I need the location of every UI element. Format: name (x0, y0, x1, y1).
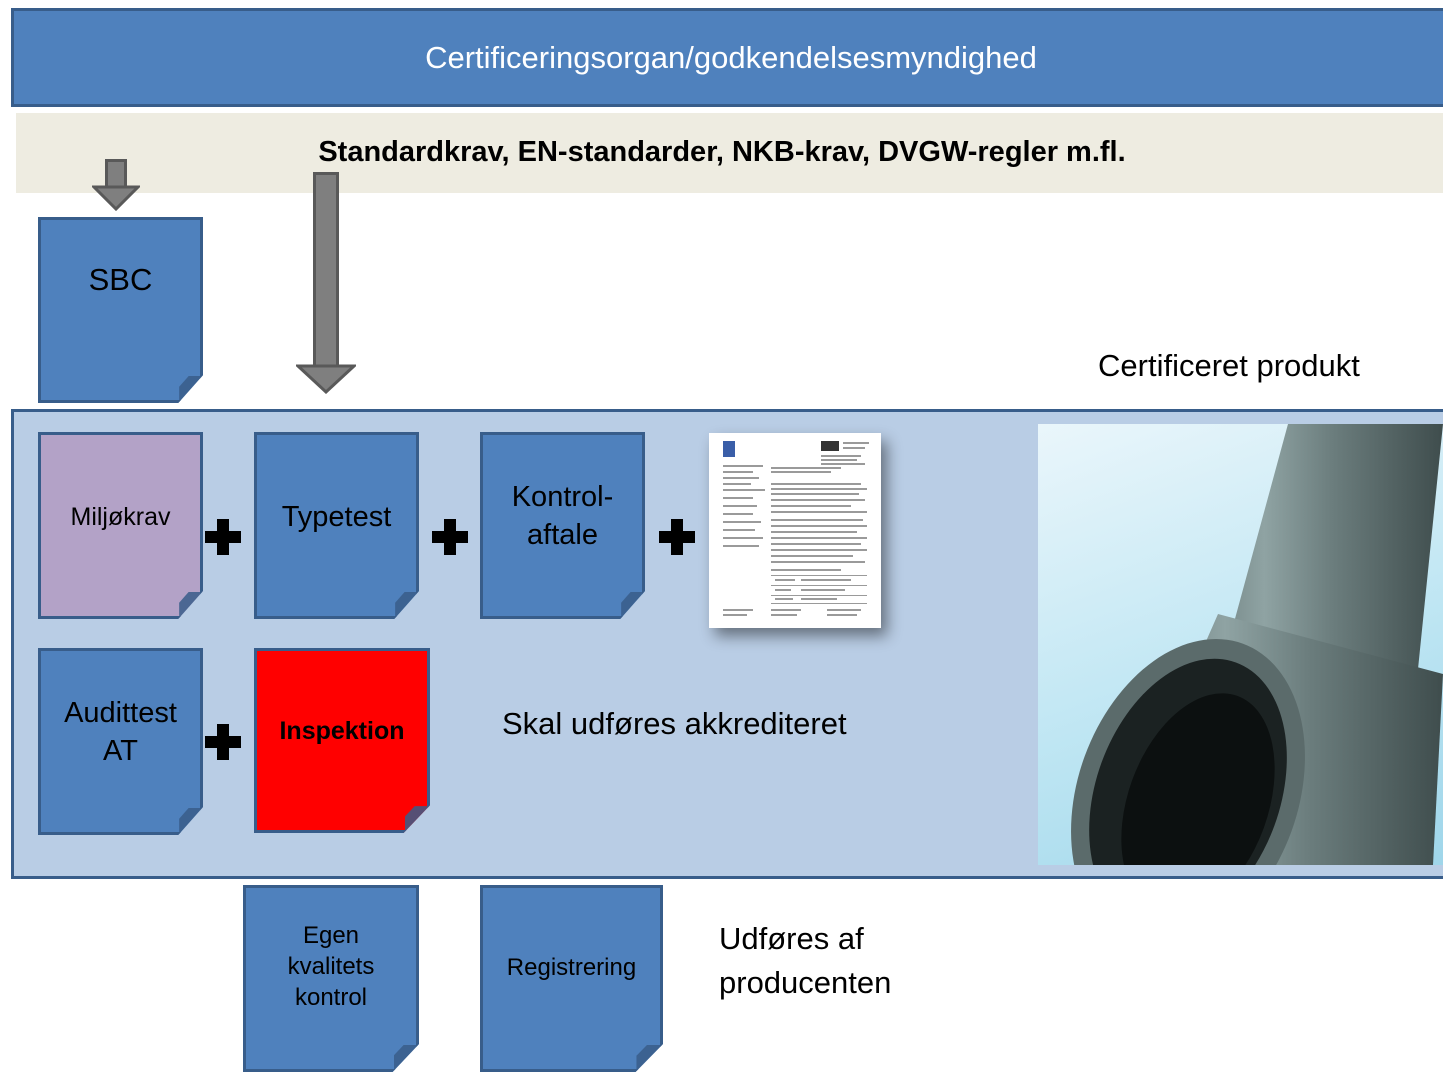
plus-icon (430, 517, 470, 557)
egen-label-line2: kvalitets (287, 953, 375, 981)
kontrolaftale-label-line1: Kontrol- (511, 481, 614, 513)
kontrolaftale-label-line2: aftale (527, 518, 598, 551)
standards-band (16, 113, 1443, 193)
registrering-document: Registrering (480, 885, 663, 1072)
producer-label-line1: Udføres af (719, 921, 864, 956)
audittest-document: Audittest AT (38, 648, 203, 835)
standards-text: Standardkrav, EN-standarder, NKB-krav, D… (318, 135, 1126, 168)
sbc-label: SBC (88, 262, 153, 297)
typetest-label: Typetest (281, 501, 392, 533)
producer-label-line2: producenten (719, 965, 892, 1000)
accredited-label: Skal udføres akkrediteret (502, 706, 847, 741)
typetest-document: Typetest (254, 432, 419, 619)
certified-product-label: Certificeret produkt (1098, 348, 1360, 383)
certified-product-photo (1038, 424, 1443, 865)
egen-kvalitetskontrol-document: Egen kvalitets kontrol (243, 885, 419, 1072)
audittest-label-line1: Audittest (64, 697, 177, 729)
certification-body-banner: Certificeringsorgan/godkendelsesmyndighe… (11, 8, 1443, 107)
registrering-label: Registrering (506, 954, 637, 981)
audittest-label-line2: AT (103, 734, 138, 767)
plus-icon (657, 517, 697, 557)
plus-icon (203, 517, 243, 557)
egen-label-line3: kontrol (294, 984, 368, 1012)
kontrolaftale-document: Kontrol- aftale (480, 432, 645, 619)
egen-label-line1: Egen (302, 922, 360, 949)
miljokrav-document: Miljøkrav (38, 432, 203, 619)
plus-icon (203, 722, 243, 762)
miljokrav-label: Miljøkrav (70, 503, 171, 531)
inspektion-document: Inspektion (254, 648, 430, 833)
sbc-document: SBC (38, 217, 203, 403)
inspektion-label: Inspektion (279, 717, 405, 745)
certificate-document-image (709, 433, 881, 628)
banner-title: Certificeringsorgan/godkendelsesmyndighe… (425, 39, 1037, 75)
